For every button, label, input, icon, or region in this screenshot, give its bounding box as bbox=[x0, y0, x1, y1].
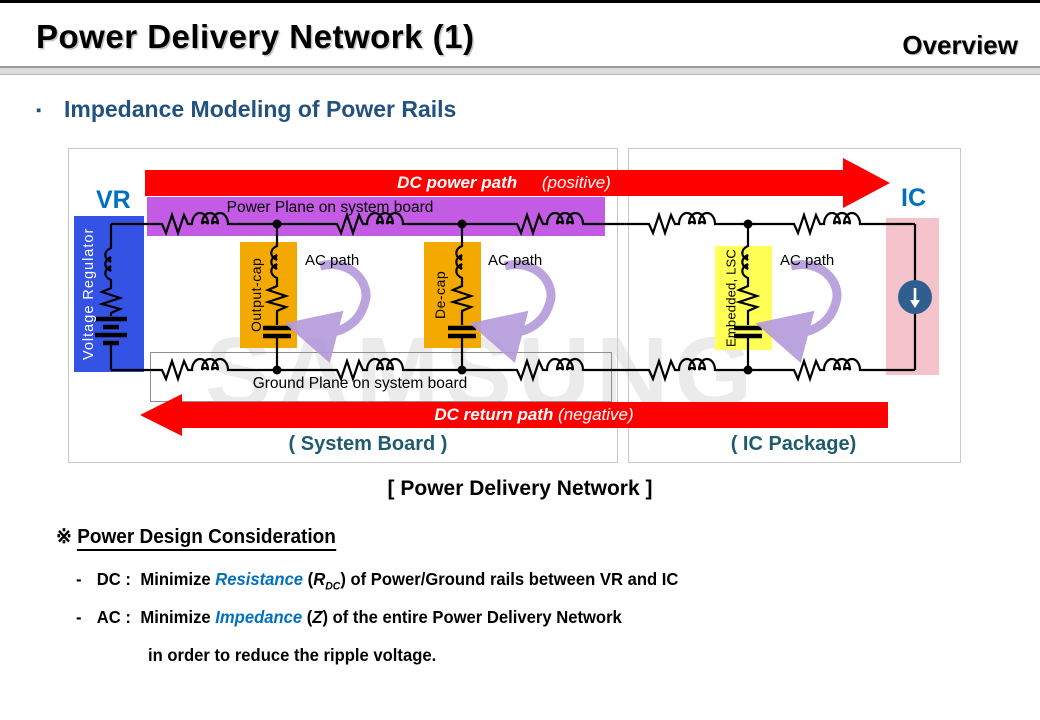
ac-path-label-output-cap: AC path bbox=[305, 252, 360, 269]
ac-path-label-embedded: AC path bbox=[780, 252, 835, 269]
ic-package-box bbox=[628, 148, 961, 463]
dc-return-path-arrowhead-icon bbox=[140, 394, 182, 436]
dc-power-path-arrow: DC power path (positive) bbox=[145, 170, 843, 196]
voltage-regulator-label: Voltage Regulator bbox=[81, 227, 97, 361]
de-cap-label: De-cap bbox=[432, 270, 448, 320]
header-subtitle: Overview bbox=[902, 30, 1018, 60]
symbol-z: Z bbox=[312, 607, 323, 627]
ic-die-band bbox=[886, 218, 939, 375]
keyword-resistance: Resistance bbox=[215, 569, 304, 589]
power-plane-label: Power Plane on system board bbox=[226, 199, 434, 216]
consideration-heading-text: Power Design Consideration bbox=[77, 526, 336, 551]
page-title: Power Delivery Network (1) bbox=[36, 18, 475, 55]
ground-plane-label: Ground Plane on system board bbox=[252, 375, 468, 392]
system-board-box bbox=[68, 148, 618, 463]
consideration-heading: ※ Power Design Consideration bbox=[56, 524, 336, 551]
embedded-lsc-label: Embedded, LSC bbox=[723, 249, 739, 347]
ac-consideration-line: -AC :Minimize Impedance (Z) of the entir… bbox=[76, 607, 622, 627]
vr-label: VR bbox=[96, 186, 131, 214]
dc-power-path-label: DC power path bbox=[397, 173, 518, 192]
section-bullet-icon: ▪ bbox=[36, 102, 42, 119]
ic-label: IC bbox=[901, 184, 926, 212]
dc-power-path-note: (positive) bbox=[537, 173, 611, 192]
system-board-caption: ( System Board ) bbox=[288, 433, 448, 455]
dc-consideration-line: -DC :Minimize Resistance (RDC) of Power/… bbox=[76, 569, 679, 593]
ac-label: AC : bbox=[96, 607, 131, 627]
dash: - bbox=[76, 569, 82, 589]
reference-mark: ※ bbox=[56, 526, 78, 548]
keyword-impedance: Impedance bbox=[215, 607, 303, 627]
output-cap-label: Output-cap bbox=[248, 257, 264, 333]
dc-return-path-label: DC return path bbox=[434, 405, 554, 424]
diagram-caption: [ Power Delivery Network ] bbox=[387, 477, 653, 500]
ac-path-label-de-cap: AC path bbox=[488, 252, 543, 269]
dc-power-path-arrowhead-icon bbox=[843, 158, 890, 208]
dc-label: DC : bbox=[96, 569, 131, 589]
ic-package-caption: ( IC Package) bbox=[730, 433, 857, 455]
header-separator bbox=[0, 66, 1040, 75]
dash: - bbox=[76, 607, 82, 627]
ac-consideration-continuation: in order to reduce the ripple voltage. bbox=[148, 645, 437, 665]
dc-return-path-arrow: DC return path (negative) bbox=[180, 402, 888, 428]
symbol-rdc: R bbox=[313, 569, 326, 589]
top-border-line bbox=[0, 0, 1040, 3]
section-title: Impedance Modeling of Power Rails bbox=[64, 96, 457, 122]
dc-return-path-note: (negative) bbox=[553, 405, 634, 424]
